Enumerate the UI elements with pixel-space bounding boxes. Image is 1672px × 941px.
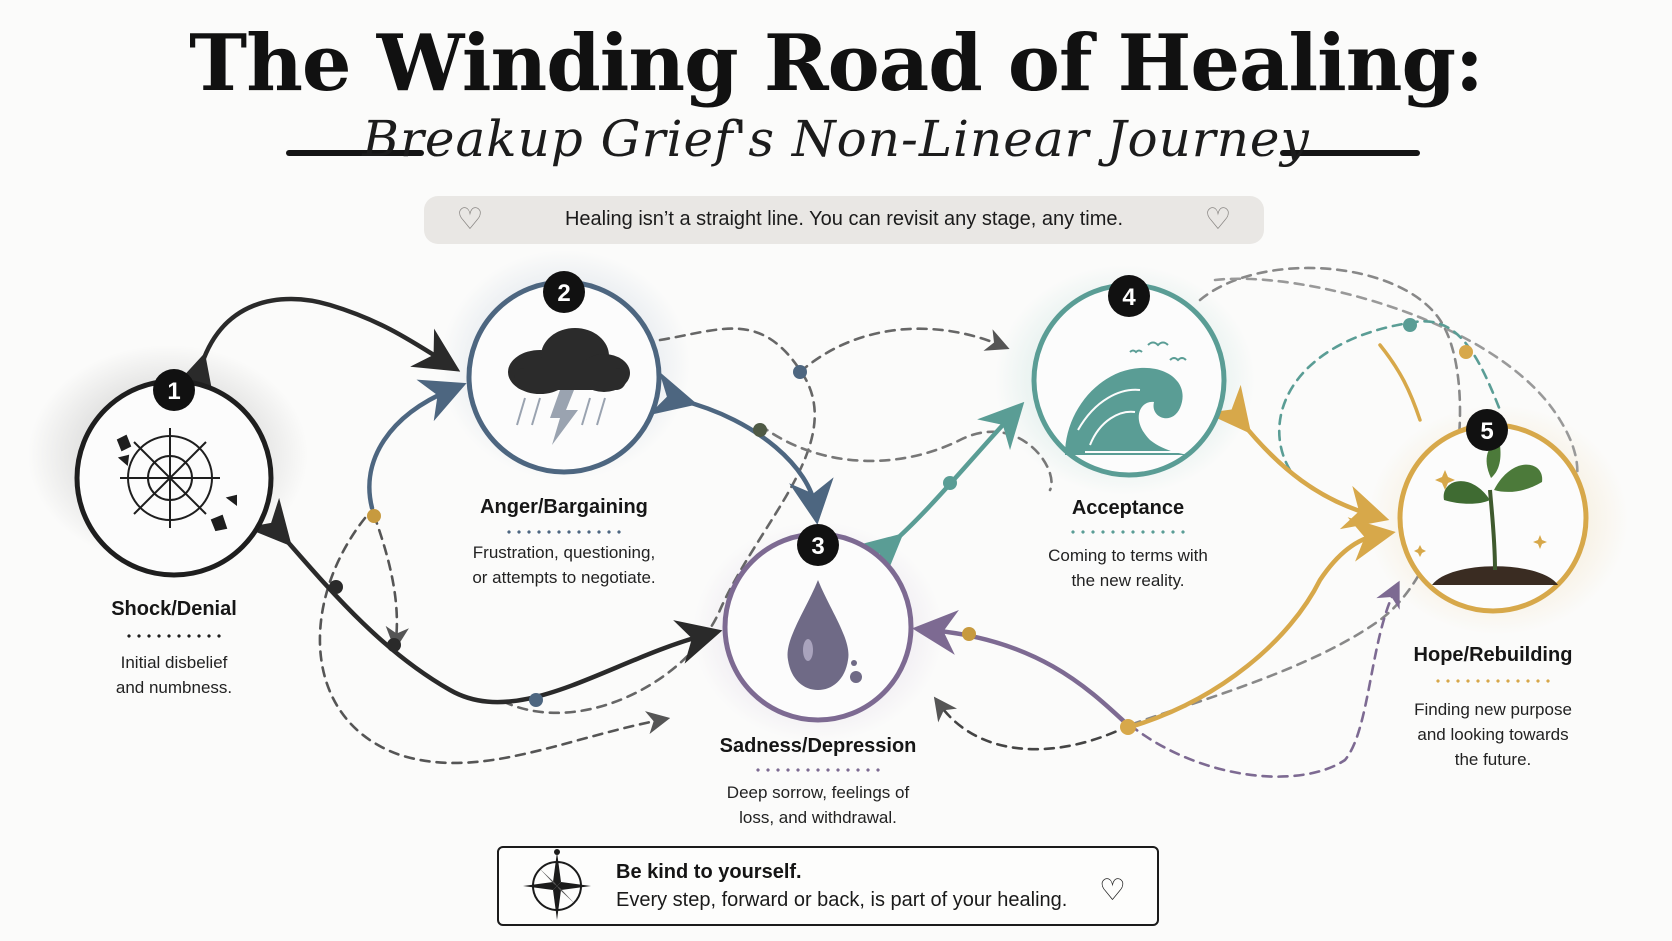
stage-4-title: Acceptance bbox=[1071, 497, 1185, 519]
sprout-icon bbox=[1414, 444, 1558, 585]
stage-2-node: 2 bbox=[466, 271, 662, 475]
compass-rose-icon bbox=[523, 849, 591, 920]
stage-3-number: 3 bbox=[811, 533, 824, 560]
heart-outline-icon: ♡ bbox=[456, 203, 484, 236]
arrow-2-3 bbox=[648, 371, 834, 525]
junction-dot bbox=[753, 423, 767, 437]
shattered-glass-icon bbox=[116, 428, 237, 532]
page-title: The Winding Road of Healing: bbox=[189, 18, 1484, 109]
junction-dot bbox=[387, 638, 401, 652]
stage-5-node: 5 bbox=[1397, 409, 1589, 614]
teardrop-icon bbox=[787, 580, 862, 690]
stage-3-desc-line: Deep sorrow, feelings of bbox=[726, 783, 910, 802]
title-swash-right bbox=[1280, 150, 1420, 156]
stage-3-description: Deep sorrow, feelings of loss, and withd… bbox=[688, 780, 948, 830]
stage-3-divider bbox=[753, 768, 883, 772]
arrow-1-2 bbox=[170, 296, 461, 403]
junction-dot bbox=[943, 476, 957, 490]
stage-5-number: 5 bbox=[1480, 418, 1493, 445]
junction-dot bbox=[529, 693, 543, 707]
arrow-4-5 bbox=[1205, 384, 1390, 530]
heart-icon: ♡ bbox=[1099, 874, 1126, 907]
stage-1-divider bbox=[124, 634, 224, 638]
stage-5-description: Finding new purpose and looking towards … bbox=[1363, 697, 1623, 772]
dashed-path-3 bbox=[798, 327, 1010, 374]
dashed-path-10 bbox=[372, 513, 409, 651]
stage-2-desc-line: Frustration, questioning, bbox=[472, 543, 656, 562]
stage-4-number: 4 bbox=[1122, 284, 1136, 311]
arrow-back-3 bbox=[912, 610, 1133, 730]
callout-text: Every step, forward or back, is part of … bbox=[616, 889, 1068, 911]
stage-5-desc-line: and looking towards bbox=[1417, 725, 1569, 744]
stage-1-desc-line: and numbness. bbox=[115, 678, 233, 697]
stage-1-number: 1 bbox=[167, 378, 180, 405]
junction-dot bbox=[1459, 345, 1473, 359]
stage-4-node: 4 bbox=[1031, 275, 1227, 478]
stage-2-divider bbox=[504, 530, 624, 534]
title-swash-left bbox=[286, 150, 424, 156]
stage-5-divider bbox=[1433, 679, 1553, 683]
info-banner: ♡ Healing isn’t a straight line. You can… bbox=[424, 196, 1264, 244]
stage-1-desc-line: Initial disbelief bbox=[120, 653, 228, 672]
junction-dot bbox=[793, 365, 807, 379]
wave-icon bbox=[1065, 341, 1195, 455]
arrow-return-2 bbox=[367, 379, 467, 511]
heart-outline-icon: ♡ bbox=[1204, 203, 1232, 236]
callout-heading: Be kind to yourself. bbox=[616, 861, 802, 883]
stage-1-description: Initial disbelief and numbness. bbox=[44, 650, 304, 700]
junction-dot bbox=[1403, 318, 1417, 332]
stage-3-desc-line: loss, and withdrawal. bbox=[739, 808, 897, 827]
stage-2-title: Anger/Bargaining bbox=[480, 496, 648, 518]
dashed-path-8 bbox=[1128, 580, 1400, 778]
junction-dot bbox=[962, 627, 976, 641]
dashed-path-7 bbox=[933, 696, 1132, 751]
stage-2-description: Frustration, questioning, or attempts to… bbox=[434, 540, 694, 590]
stage-1-node: 1 bbox=[74, 369, 274, 578]
junction-dot bbox=[1120, 719, 1136, 735]
stage-4-description: Coming to terms with the new reality. bbox=[998, 543, 1258, 593]
stage-3-node: 3 bbox=[722, 524, 914, 723]
junction-dot bbox=[367, 509, 381, 523]
banner-text: Healing isn’t a straight line. You can r… bbox=[564, 208, 1124, 230]
stage-2-desc-line: or attempts to negotiate. bbox=[472, 568, 656, 587]
kindness-callout: Be kind to yourself. Every step, forward… bbox=[497, 846, 1159, 926]
stage-5-title: Hope/Rebuilding bbox=[1413, 644, 1573, 666]
stage-1-title: Shock/Denial bbox=[111, 598, 237, 620]
page-subtitle: Breakup Grief's Non-Linear Journey bbox=[362, 110, 1310, 168]
storm-cloud-icon bbox=[508, 328, 630, 445]
stage-4-divider bbox=[1068, 530, 1188, 534]
stage-3-title: Sadness/Depression bbox=[719, 735, 917, 757]
stage-4-desc-line: the new reality. bbox=[1071, 571, 1185, 590]
junction-dot bbox=[329, 580, 343, 594]
stage-4-desc-line: Coming to terms with bbox=[1048, 546, 1208, 565]
gold-link bbox=[1378, 343, 1422, 422]
arrow-hope bbox=[1127, 517, 1396, 730]
stage-2-number: 2 bbox=[557, 280, 570, 307]
stage-5-desc-line: Finding new purpose bbox=[1414, 700, 1572, 719]
stage-5-desc-line: the future. bbox=[1454, 750, 1532, 769]
